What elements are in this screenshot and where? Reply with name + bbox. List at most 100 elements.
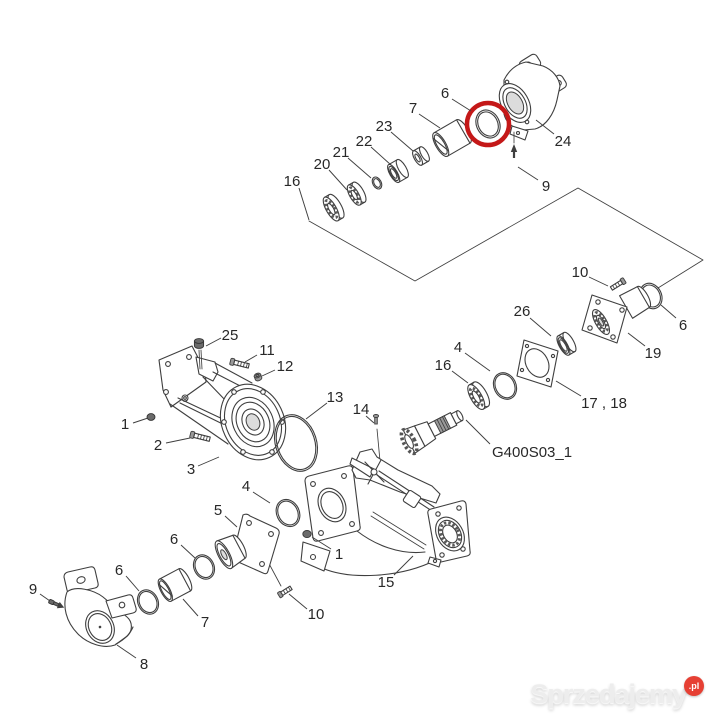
bottom-left-assembly: [48, 498, 301, 647]
part-label-15: 15: [378, 574, 395, 591]
leader-line: [451, 98, 472, 112]
leader-line: [116, 644, 137, 659]
part-6-oring: [136, 589, 160, 615]
part-label-16: 16: [284, 173, 301, 190]
part-4-oring: [275, 498, 301, 528]
leader-line: [347, 157, 372, 179]
part-2-bolt: [189, 430, 211, 442]
right-assembly: [399, 277, 663, 456]
watermark-text: Sprzedajemy: [530, 679, 687, 709]
leader-line: [197, 456, 220, 467]
part-17-18-gasket: [516, 339, 559, 388]
part-22-collar: [387, 158, 409, 184]
red-highlight-circle: [464, 100, 512, 148]
center-assembly: [265, 448, 471, 599]
leader-line: [224, 515, 238, 528]
leader-line: [125, 575, 140, 592]
part-label-3: 3: [187, 461, 195, 478]
part-label-12: 12: [277, 358, 294, 375]
part-label-25: 25: [222, 327, 239, 344]
leader-line: [465, 419, 491, 445]
left-assembly: [146, 338, 381, 472]
part-14-pin: [372, 414, 381, 462]
leader-line: [365, 415, 375, 424]
part-13-oring: [273, 414, 319, 472]
leader-line: [182, 598, 199, 617]
leader-line: [418, 113, 441, 129]
part-8-knuckle-housing: [63, 566, 137, 647]
part-26-seal: [556, 331, 577, 356]
part-label-6: 6: [679, 317, 687, 334]
part-label-10: 10: [572, 264, 589, 281]
part-label-23: 23: [376, 118, 393, 135]
leader-line: [660, 304, 677, 319]
leader-line: [517, 166, 539, 181]
leader-line: [370, 146, 392, 166]
leader-line: [132, 417, 149, 424]
part-label-13: 13: [327, 389, 344, 406]
part-25-breather-plug: [193, 338, 205, 349]
part-9-screw: [48, 598, 65, 609]
leader-line: [305, 402, 328, 420]
leader-line: [205, 337, 222, 347]
leader-line: [252, 491, 271, 504]
part-9-screw: [510, 131, 518, 158]
leader-line: [464, 352, 491, 372]
part-label-9: 9: [29, 581, 37, 598]
leader-line: [261, 369, 276, 377]
part-11-bolt: [229, 357, 250, 369]
part-label-7: 7: [201, 614, 209, 631]
part-label-20: 20: [314, 156, 331, 173]
watermark: Sprzedajemy .pl: [530, 676, 704, 710]
pinion-gear-shaft: [399, 410, 464, 456]
part-24-knuckle-carrier: [498, 53, 567, 141]
part-12-nut: [253, 372, 263, 382]
leader-line: [298, 187, 310, 221]
part-7-bushing: [157, 568, 193, 602]
leader-line: [393, 555, 414, 576]
part-label-1: 1: [121, 416, 129, 433]
leader-line: [451, 370, 469, 384]
leader-line: [39, 593, 51, 602]
part-label-10: 10: [308, 606, 325, 623]
leader-line: [244, 354, 258, 363]
leader-line: [588, 276, 609, 287]
part-label-2: 2: [154, 437, 162, 454]
part-label-22: 22: [356, 133, 373, 150]
part-20-bearing-cone: [346, 181, 367, 206]
leader-line: [390, 131, 414, 152]
part-6-oring-highlighted: [475, 109, 501, 139]
top-assembly: [322, 53, 567, 222]
part-16-bearing: [467, 381, 491, 410]
part-label-17-18: 17 , 18: [581, 395, 627, 412]
watermark-pl-badge: .pl: [684, 676, 704, 696]
part-label-26: 26: [514, 303, 531, 320]
part-label-1: 1: [335, 546, 343, 563]
part-label-G400S03-1: G400S03_1: [492, 444, 572, 461]
part-label-8: 8: [140, 656, 148, 673]
part-16-bearing: [322, 193, 345, 222]
leader-line: [627, 332, 646, 347]
leader-line: [535, 119, 555, 135]
watermark-suffix: .pl: [688, 681, 700, 691]
leader-line: [328, 169, 348, 191]
part-21-ring: [371, 176, 383, 190]
part-label-11: 11: [259, 342, 275, 359]
part-4-oring: [492, 372, 518, 400]
part-label-9: 9: [542, 178, 550, 195]
leader-line: [555, 380, 582, 397]
part-label-7: 7: [409, 100, 417, 117]
part-label-6: 6: [115, 562, 123, 579]
part-5-king-pin-cover: [214, 513, 280, 575]
part-label-24: 24: [555, 133, 572, 150]
part-label-6: 6: [441, 85, 449, 102]
part-1-plug: [146, 413, 156, 421]
part-label-6: 6: [170, 531, 178, 548]
part-label-19: 19: [645, 345, 662, 362]
part-10-bolt: [265, 557, 293, 599]
leader-line: [311, 536, 332, 550]
part-label-14: 14: [353, 401, 370, 418]
assembly-locator-line: [308, 187, 704, 289]
